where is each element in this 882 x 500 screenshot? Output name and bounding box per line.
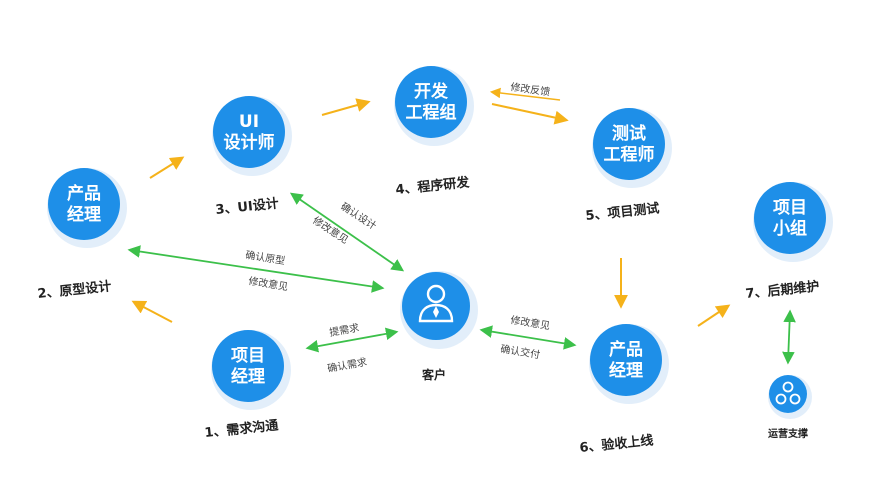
arrow-pm-to-prototype	[131, 300, 173, 323]
node-line-2: 工程组	[406, 102, 457, 123]
label-raise-requirement: 提需求	[328, 322, 360, 339]
node-line-1: 测试	[612, 123, 646, 144]
node-project-manager: 项目 经理	[211, 330, 291, 410]
label-confirm-prototype: 确认原型	[245, 248, 287, 267]
node-client	[400, 271, 478, 349]
step-3-label: 3、UI设计	[215, 195, 280, 218]
step-7-label: 7、后期维护	[745, 278, 820, 302]
arrow-ui-to-dev	[321, 98, 371, 116]
node-project-team: 项目 小组	[753, 182, 833, 262]
node-test-engineer: 测试 工程师	[592, 108, 672, 188]
node-line-2: 小组	[773, 218, 807, 239]
person-icon	[418, 284, 454, 323]
node-line-2: 工程师	[604, 144, 655, 165]
label-modify-delivery: 修改意见	[510, 313, 552, 332]
arrow-dev-to-test	[491, 103, 569, 125]
label-dev-test-feedback: 修改反馈	[510, 80, 551, 98]
node-line-1: 产品	[609, 339, 643, 360]
node-line-1: 产品	[67, 183, 101, 204]
support-icon	[775, 381, 801, 405]
arrow-product-to-team	[697, 304, 731, 327]
label-confirm-ui: 确认设计	[338, 200, 379, 233]
arrow-client-product	[479, 325, 577, 350]
step-1-label: 1、需求沟通	[204, 417, 279, 441]
node-line-2: 经理	[67, 204, 101, 225]
node-line-1: 开发	[414, 81, 449, 102]
node-line-1: UI	[239, 112, 259, 132]
node-product-manager-left: 产品 经理	[47, 168, 127, 248]
node-line-1: 项目	[231, 346, 265, 366]
client-label: 客户	[421, 367, 446, 382]
node-line-1: 项目	[773, 198, 807, 218]
label-modify-prototype: 修改意见	[248, 274, 290, 293]
label-confirm-requirement: 确认需求	[326, 355, 368, 375]
step-5-label: 5、项目测试	[585, 200, 660, 224]
node-ui-designer: UI 设计师	[212, 96, 292, 176]
step-4-label: 4、程序研发	[395, 174, 471, 198]
arrow-test-to-dev-feedback	[489, 87, 561, 101]
step-2-label: 2、原型设计	[37, 278, 112, 302]
step-6-label: 6、验收上线	[579, 432, 654, 456]
node-support	[768, 375, 812, 419]
node-line-2: 设计师	[224, 132, 275, 153]
node-line-2: 经理	[231, 366, 265, 387]
arrow-pm-to-ui	[149, 156, 185, 179]
node-product-manager-right: 产品 经理	[589, 324, 669, 404]
support-label: 运营支撑	[768, 427, 808, 440]
label-confirm-delivery: 确认交付	[500, 342, 542, 361]
arrow-pm-client	[305, 327, 399, 353]
node-dev-team: 开发 工程组	[394, 66, 474, 146]
arrow-team-support	[782, 309, 796, 365]
node-line-2: 经理	[609, 360, 643, 381]
arrow-prototype-client	[127, 245, 385, 293]
